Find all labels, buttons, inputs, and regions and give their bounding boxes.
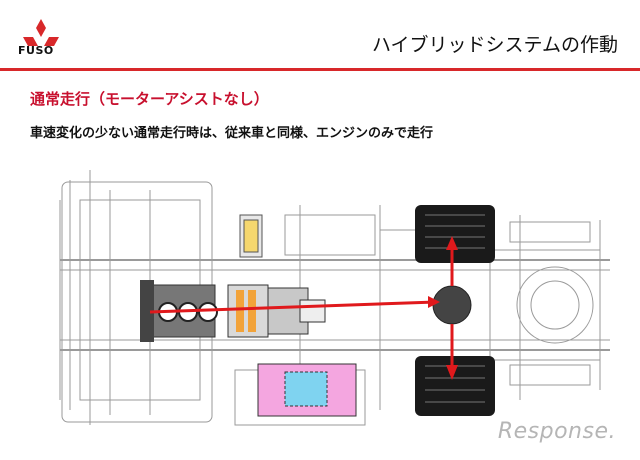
rear-wheel-upper: [415, 205, 495, 263]
section-title: 通常走行（モーターアシストなし）: [30, 90, 269, 108]
description-text: 車速変化の少ない通常走行時は、従来車と同様、エンジンのみで走行: [30, 126, 434, 141]
watermark: Response.: [497, 419, 616, 444]
power-flow-arrows: [149, 236, 458, 380]
inverter-unit: [239, 214, 263, 258]
title-divider: [0, 68, 640, 71]
brand-name: FUSO: [18, 44, 54, 57]
slide-title: ハイブリッドシステムの作動: [371, 34, 618, 56]
differential: [432, 285, 472, 325]
motor-transmission: [227, 284, 326, 338]
chassis-diagram: [59, 170, 610, 426]
battery-pack: [257, 363, 357, 417]
rear-wheel-lower: [415, 356, 495, 416]
mitsubishi-logo-icon: [23, 19, 59, 46]
